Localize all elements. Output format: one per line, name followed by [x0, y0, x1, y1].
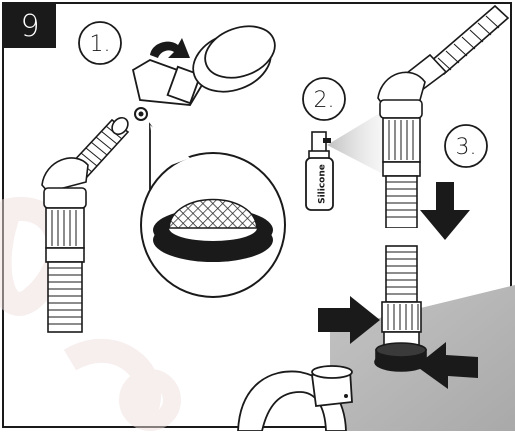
step-1-marker: 1. [79, 22, 121, 64]
step-1-label: 1. [90, 32, 111, 57]
flexible-hose-right [375, 100, 428, 371]
step-3-label: 3. [456, 135, 477, 160]
step-number-badge: 9 [4, 4, 56, 48]
step-2-label: 2. [314, 88, 335, 113]
step-2-marker: 2. [303, 78, 345, 120]
filter-washer-small [135, 108, 147, 120]
bottle-label: Silicone [318, 164, 328, 204]
step-3-marker: 3. [445, 125, 487, 167]
